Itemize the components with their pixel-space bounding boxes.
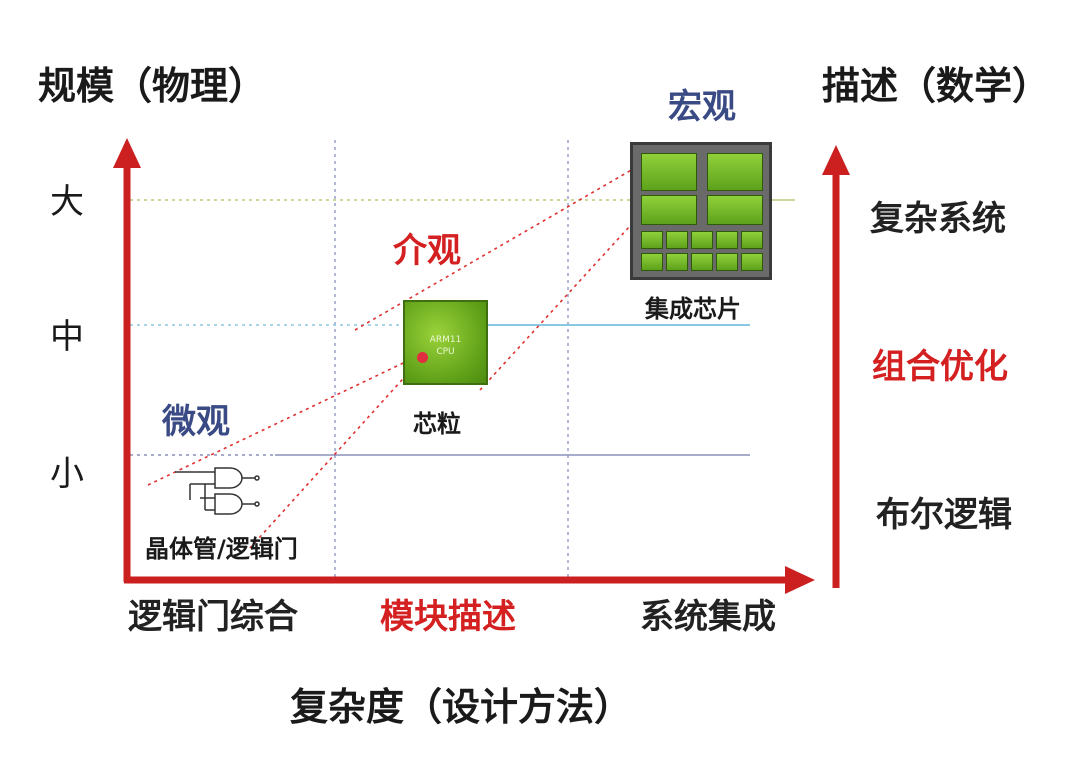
zoom-line-2 xyxy=(249,359,421,549)
right-axis-arrowhead xyxy=(822,145,850,175)
desc-combinatorial-optimization: 组合优化 xyxy=(872,347,1008,387)
caption-integrated-chip: 集成芯片 xyxy=(645,295,741,323)
scale-meso: 介观 xyxy=(393,231,461,271)
size-level-small: 小 xyxy=(50,454,84,494)
method-system-integration: 系统集成 xyxy=(640,597,776,637)
left-axis-arrowhead xyxy=(113,138,141,168)
chiplet-dot-overlay xyxy=(417,352,428,363)
logic-gate-schematic xyxy=(175,467,260,515)
caption-transistor-gate: 晶体管/逻辑门 xyxy=(145,535,298,563)
bottom-axis-arrowhead xyxy=(785,566,815,594)
caption-chiplet: 芯粒 xyxy=(413,410,461,438)
chiplet-image: ARM11 CPU xyxy=(403,300,488,385)
size-level-large: 大 xyxy=(50,182,84,222)
zoom-line-3 xyxy=(354,164,641,331)
bottom-axis-title: 复杂度（设计方法） xyxy=(290,685,633,729)
desc-complex-system: 复杂系统 xyxy=(870,199,1006,239)
left-axis-title: 规模（物理） xyxy=(38,64,267,108)
integrated-chip-image xyxy=(630,142,772,280)
zoom-line-1 xyxy=(147,354,421,486)
right-axis-title: 描述（数学） xyxy=(822,64,1051,108)
desc-boolean-logic: 布尔逻辑 xyxy=(876,495,1012,535)
scale-macro: 宏观 xyxy=(668,87,736,127)
chiplet-chip-text-2: CPU xyxy=(436,347,455,357)
method-gate-synthesis: 逻辑门综合 xyxy=(128,597,298,637)
zoom-line-4 xyxy=(479,214,641,391)
size-level-medium: 中 xyxy=(50,317,84,357)
scale-micro: 微观 xyxy=(162,402,230,442)
method-module-description: 模块描述 xyxy=(380,597,516,637)
chiplet-chip-text-1: ARM11 xyxy=(429,335,462,345)
